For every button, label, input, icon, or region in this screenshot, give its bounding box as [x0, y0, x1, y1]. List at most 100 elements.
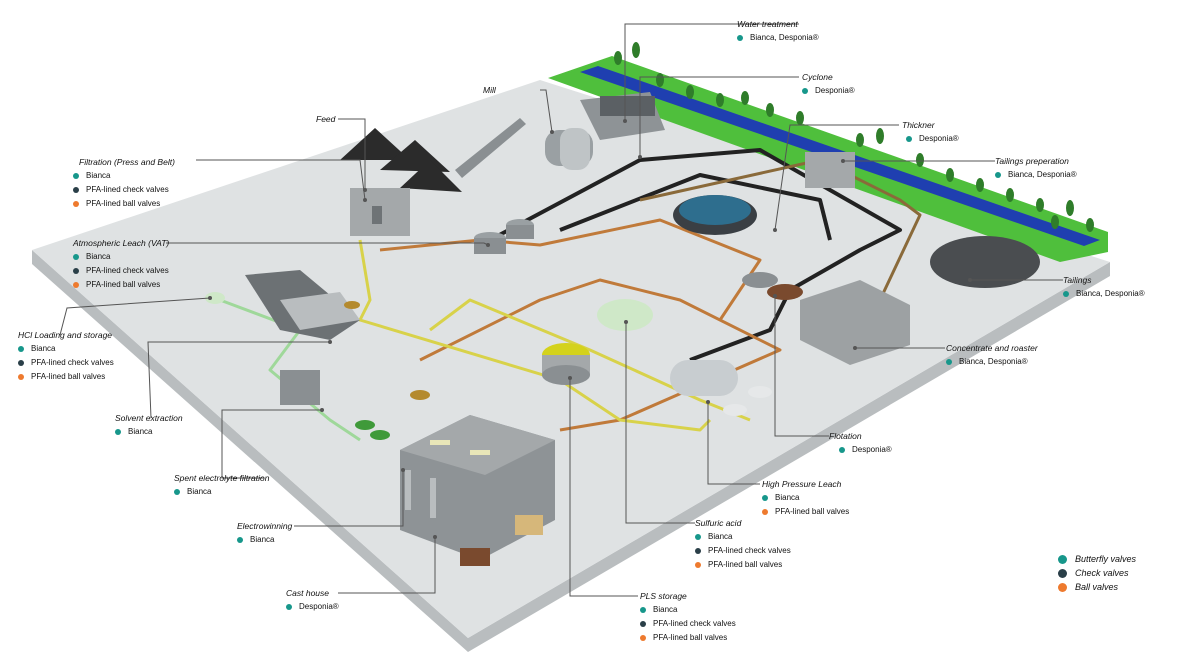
- label-title: Thickner: [902, 120, 935, 130]
- valve-item: PFA-lined ball valves: [695, 558, 791, 572]
- valve-item: Bianca: [237, 533, 292, 547]
- valve-item: Bianca: [174, 485, 269, 499]
- butterfly-valve-dot-icon: [1058, 554, 1067, 564]
- butterfly-valve-dot-icon: [995, 172, 1001, 178]
- se-tank-2: [410, 390, 430, 400]
- valve-text: PFA-lined ball valves: [86, 199, 161, 208]
- trees: [614, 42, 1094, 232]
- autoclave: [670, 360, 738, 396]
- valve-text: Bianca: [187, 487, 212, 496]
- ball-valve-dot-icon: [18, 374, 24, 380]
- butterfly-valve-dot-icon: [73, 173, 79, 179]
- valve-item: PFA-lined check valves: [73, 264, 169, 278]
- label-title: Mill: [483, 85, 496, 95]
- valve-item: Bianca: [18, 342, 114, 356]
- butterfly-valve-dot-icon: [906, 136, 912, 142]
- valve-item: Desponia®: [839, 443, 892, 457]
- ball-valve-dot-icon: [73, 282, 79, 288]
- valve-text: Desponia®: [299, 602, 339, 611]
- butterfly-valve-dot-icon: [18, 346, 24, 352]
- legend-item-check: Check valves: [1058, 566, 1136, 580]
- label-title: Filtration (Press and Belt): [79, 157, 175, 167]
- butterfly-valve-dot-icon: [115, 429, 121, 435]
- feed-conveyor: [455, 118, 526, 178]
- valve-item: PFA-lined check valves: [695, 544, 791, 558]
- pipe-dark-2: [559, 173, 832, 241]
- legend-label: Butterfly valves: [1075, 554, 1137, 564]
- valve-text: Bianca: [31, 344, 56, 353]
- valve-text: Bianca: [86, 171, 111, 180]
- butterfly-valve-dot-icon: [695, 534, 701, 540]
- sulfuric-acid-tank: [597, 299, 653, 331]
- ball-valve-dot-icon: [1058, 582, 1067, 592]
- pipe-yellow-2: [429, 298, 751, 422]
- valve-text: Bianca, Desponia®: [959, 357, 1028, 366]
- valve-item: Bianca, Desponia®: [1063, 287, 1145, 301]
- legend-item-butterfly: Butterfly valves: [1058, 552, 1136, 566]
- valve-text: PFA-lined check valves: [31, 358, 114, 367]
- pipe-copper: [379, 218, 762, 321]
- pipe-brown: [639, 158, 922, 301]
- ball-valve-dot-icon: [640, 635, 646, 641]
- butterfly-valve-dot-icon: [737, 35, 743, 41]
- stack-2: [430, 478, 436, 518]
- valve-item: Bianca: [73, 169, 175, 183]
- valve-item: PFA-lined ball valves: [762, 505, 849, 519]
- butterfly-valve-dot-icon: [1063, 291, 1069, 297]
- stack-1: [405, 470, 411, 510]
- label-title: Atmospheric Leach (VAT): [73, 238, 170, 248]
- ball-valve-dot-icon: [762, 509, 768, 515]
- legend-label: Ball valves: [1075, 582, 1119, 592]
- valve-text: PFA-lined ball valves: [653, 633, 728, 642]
- pipe-green: [219, 298, 361, 442]
- valve-text: PFA-lined ball valves: [708, 560, 783, 569]
- valve-text: PFA-lined ball valves: [31, 372, 106, 381]
- hcl-tank: [205, 292, 225, 304]
- mill-shell: [560, 128, 590, 170]
- valve-text: PFA-lined ball valves: [775, 507, 850, 516]
- valve-item: PFA-lined ball valves: [73, 278, 169, 292]
- valve-item: PFA-lined check valves: [18, 356, 114, 370]
- label-title: Tailings: [1063, 275, 1092, 285]
- valve-item: Desponia®: [802, 84, 855, 98]
- spent-electrolyte-unit: [280, 370, 320, 405]
- valve-item: Bianca, Desponia®: [737, 31, 819, 45]
- check-valve-dot-icon: [695, 548, 701, 554]
- legend-item-ball: Ball valves: [1058, 580, 1136, 594]
- butterfly-valve-dot-icon: [73, 254, 79, 260]
- check-valve-dot-icon: [18, 360, 24, 366]
- filtration-door: [372, 206, 382, 224]
- butterfly-valve-dot-icon: [946, 359, 952, 365]
- label-title: Cyclone: [802, 72, 833, 82]
- label-title: HCl Loading and storage: [18, 330, 113, 340]
- valve-legend: Butterfly valves Check valves Ball valve…: [1058, 552, 1136, 594]
- valve-text: Bianca: [86, 252, 111, 261]
- label-title: Feed: [316, 114, 336, 124]
- water-treatment-roof: [600, 96, 655, 116]
- valve-text: Bianca, Desponia®: [750, 33, 819, 42]
- valve-text: Desponia®: [919, 134, 959, 143]
- butterfly-valve-dot-icon: [174, 489, 180, 495]
- floor-slab-side: [32, 250, 1110, 652]
- label-title: Water treatment: [737, 19, 798, 29]
- se-tank-1: [344, 301, 360, 309]
- ew-tank-2: [370, 430, 390, 440]
- butterfly-valve-dot-icon: [286, 604, 292, 610]
- label-title: Concentrate and roaster: [946, 343, 1038, 353]
- check-valve-dot-icon: [73, 187, 79, 193]
- check-valve-dot-icon: [640, 621, 646, 627]
- label-title: PLS storage: [640, 591, 687, 601]
- valve-text: PFA-lined check valves: [86, 185, 169, 194]
